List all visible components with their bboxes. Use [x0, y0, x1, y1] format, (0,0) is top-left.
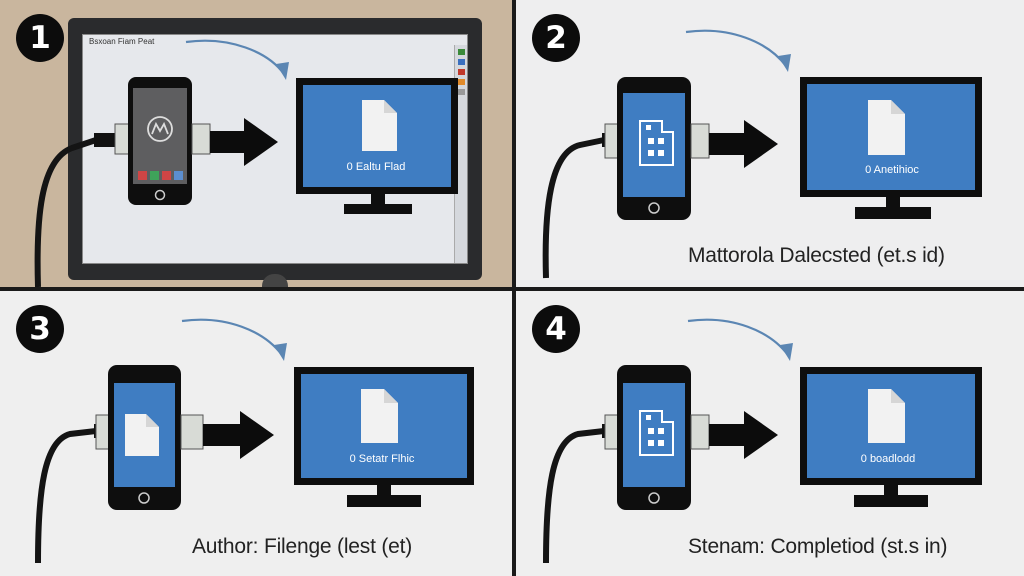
transfer-diagram-2: 0 Anetihioc: [542, 29, 982, 279]
phone-icon: [114, 77, 211, 205]
transfer-arrow-icon: [709, 120, 778, 168]
step-number-badge: 3: [16, 305, 64, 353]
usb-cable-icon: [35, 428, 97, 564]
step-panel-2: 0 Anetihioc Mattorola Dalecsted (et.s id…: [516, 0, 1024, 287]
phone-icon: [604, 77, 710, 220]
transfer-diagram-4: 0 boadlodd: [543, 318, 982, 564]
step-number-badge: 4: [532, 305, 580, 353]
transfer-arrow-icon: [203, 411, 274, 459]
phone-icon: [95, 365, 204, 510]
file-label: 0 Ealtu Flad: [347, 161, 406, 173]
file-label: 0 boadlodd: [861, 453, 915, 465]
transfer-diagram-1: 0 Ealtu Flad: [34, 39, 458, 287]
curved-arrow-icon: [685, 29, 787, 67]
step-number-badge: 2: [532, 14, 580, 62]
curved-arrow-icon: [185, 39, 285, 75]
step-panel-1: Bsxoan Fiam Peat: [0, 0, 512, 287]
step-caption: Mattorola Dalecsted (et.s id): [688, 244, 945, 267]
monitor-icon: [296, 78, 458, 214]
monitor-icon: [800, 77, 982, 219]
transfer-arrow-icon: [709, 411, 778, 459]
transfer-diagram-3: 0 Setatr Flhic: [35, 318, 474, 564]
usb-cable-icon: [543, 428, 605, 564]
sd-card-icon: [639, 120, 674, 166]
step-caption: Stenam: Completiod (st.s in): [688, 535, 948, 558]
curved-arrow-icon: [181, 318, 283, 356]
usb-plug-icon: [94, 133, 116, 147]
step-caption: Author: Filenge (lest (et): [192, 535, 413, 558]
usb-cable-icon: [34, 137, 97, 287]
monitor-icon: [800, 367, 982, 507]
curved-arrow-icon: [687, 318, 789, 356]
monitor-icon: [294, 367, 474, 507]
step-panel-3: 0 Setatr Flhic Author: Filenge (lest (et…: [0, 291, 512, 576]
usb-cable-icon: [542, 137, 605, 279]
step-number-badge: 1: [16, 14, 64, 62]
outer-monitor-stand: [262, 274, 288, 287]
file-label: 0 Anetihioc: [865, 164, 919, 176]
sd-card-icon: [639, 410, 674, 456]
step-panel-4: 0 boadlodd Stenam: Completiod (st.s in) …: [516, 291, 1024, 576]
file-label: 0 Setatr Flhic: [350, 453, 415, 465]
motorola-logo-icon: [147, 116, 173, 142]
window-title: Bsxoan Fiam Peat: [89, 37, 155, 46]
transfer-arrow-icon: [210, 118, 278, 166]
phone-icon: [604, 365, 710, 510]
